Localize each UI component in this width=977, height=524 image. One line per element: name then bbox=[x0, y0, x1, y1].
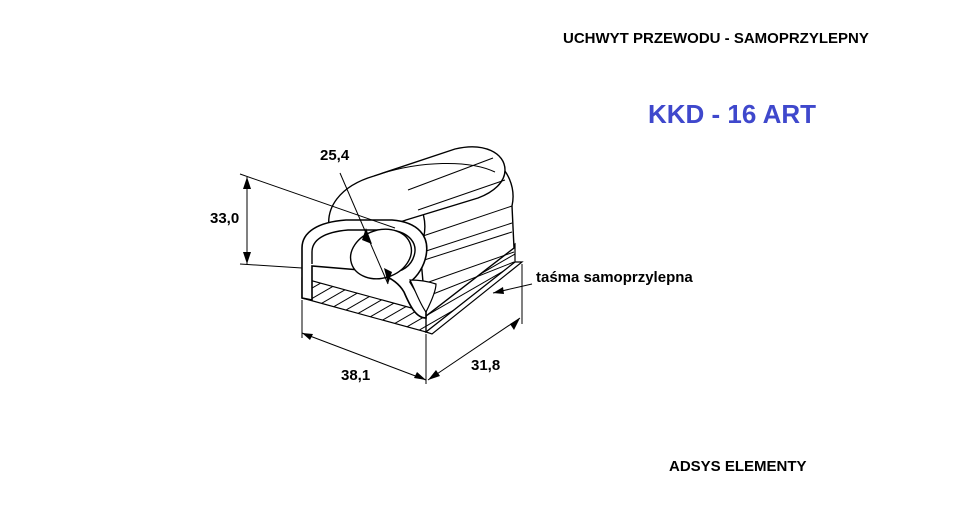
dome-ridge bbox=[373, 163, 496, 177]
product-code: KKD - 16 ART bbox=[648, 99, 817, 129]
diameter-leader bbox=[339, 172, 389, 285]
profile-front-inner bbox=[311, 229, 416, 273]
inner-diameter-label: 25,4 bbox=[320, 147, 350, 164]
width-label: 38,1 bbox=[341, 367, 371, 384]
adhesive-tape-label: taśma samoprzylepna bbox=[536, 269, 693, 286]
width-dim-line bbox=[301, 332, 427, 381]
profile-flap bbox=[409, 279, 437, 314]
depth-dim-line bbox=[427, 317, 521, 381]
tape-rear-plate bbox=[424, 261, 524, 335]
depth-label: 31,8 bbox=[471, 357, 501, 374]
document-title: UCHWYT PRZEWODU - SAMOPRZYLEPNY bbox=[563, 30, 869, 47]
brand-footer: ADSYS ELEMENTY bbox=[669, 458, 807, 475]
height-label: 33,0 bbox=[210, 210, 240, 227]
